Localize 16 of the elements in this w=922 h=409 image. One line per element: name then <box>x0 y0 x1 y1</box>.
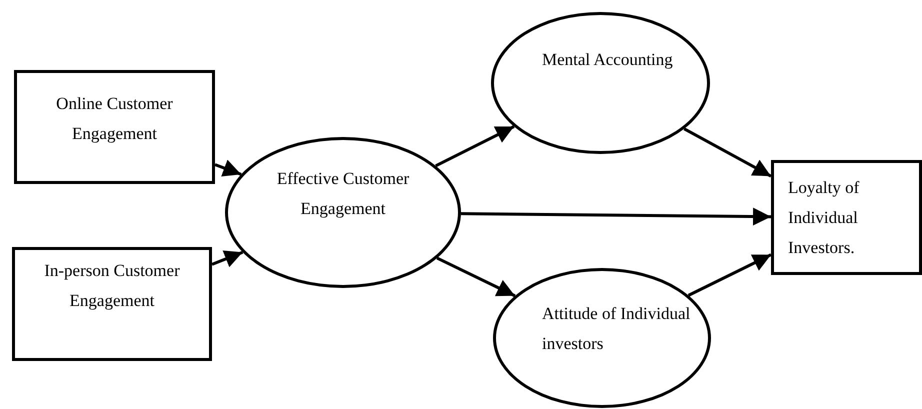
node-label: Loyalty of Individual Investors. <box>788 177 860 259</box>
arrow <box>214 160 242 176</box>
arrow <box>436 256 516 298</box>
arrow <box>435 125 515 168</box>
process-box <box>771 160 922 275</box>
node-label: Attitude of Individual investors <box>542 303 692 355</box>
node-label: In-person Customer Engagement <box>43 260 181 312</box>
arrow <box>460 208 772 226</box>
node-label: Effective Customer Engagement <box>276 168 410 220</box>
node-label: Mental Accounting <box>542 49 673 71</box>
process-box <box>14 70 215 184</box>
process-box <box>12 247 212 361</box>
arrow <box>688 253 772 297</box>
node-label: Online Customer Engagement <box>55 93 174 145</box>
arrow <box>683 127 772 178</box>
arrow <box>211 250 244 268</box>
